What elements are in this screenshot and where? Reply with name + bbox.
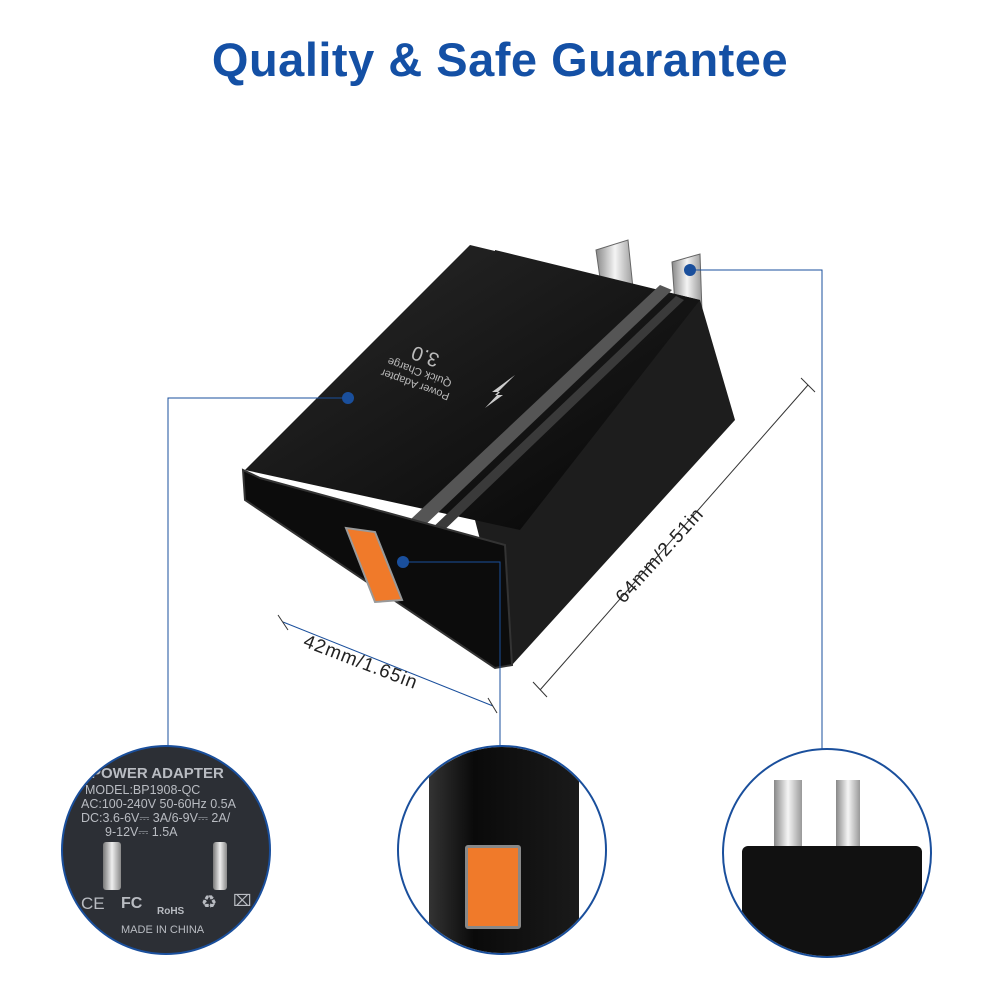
fcc-mark: FC bbox=[121, 895, 143, 912]
label-model: MODEL:BP1908-QC bbox=[85, 783, 201, 797]
usb-port bbox=[344, 526, 404, 604]
charger-top bbox=[245, 245, 700, 530]
usb-port-closeup bbox=[465, 845, 521, 929]
label-dc1: DC:3.6-6V⎓ 3A/6-9V⎓ 2A/ bbox=[81, 811, 231, 825]
callout-dot-plug bbox=[684, 264, 696, 276]
label-origin: MADE IN CHINA bbox=[121, 924, 205, 936]
charger-stripe-shadow bbox=[428, 296, 684, 538]
label-ac: AC:100-240V 50-60Hz 0.5A bbox=[81, 797, 236, 811]
plug-prong-right bbox=[836, 780, 860, 850]
callout-dot-top bbox=[342, 392, 354, 404]
recycle-icon: ♻ bbox=[201, 892, 218, 912]
callout-dot-port bbox=[397, 556, 409, 568]
ce-mark: CE bbox=[81, 894, 105, 913]
weee-bin-icon: ⌧ bbox=[233, 893, 252, 910]
callout-usb-port bbox=[397, 745, 607, 955]
rohs-mark: RoHS bbox=[157, 906, 185, 917]
plug-body bbox=[742, 846, 922, 956]
prong-slot-right bbox=[213, 842, 227, 890]
page-title: Quality & Safe Guarantee bbox=[211, 33, 789, 86]
plug-prong-left bbox=[774, 780, 802, 850]
charger-stripe bbox=[410, 285, 672, 528]
label-dc2: 9-12V⎓ 1.5A bbox=[105, 825, 178, 839]
callout-plug bbox=[722, 748, 932, 958]
prong-slot-left bbox=[103, 842, 121, 890]
callout-label-detail: POWER ADAPTER MODEL:BP1908-QC AC:100-240… bbox=[61, 745, 271, 955]
label-heading: POWER ADAPTER bbox=[91, 765, 224, 782]
leader-lines bbox=[167, 269, 823, 750]
